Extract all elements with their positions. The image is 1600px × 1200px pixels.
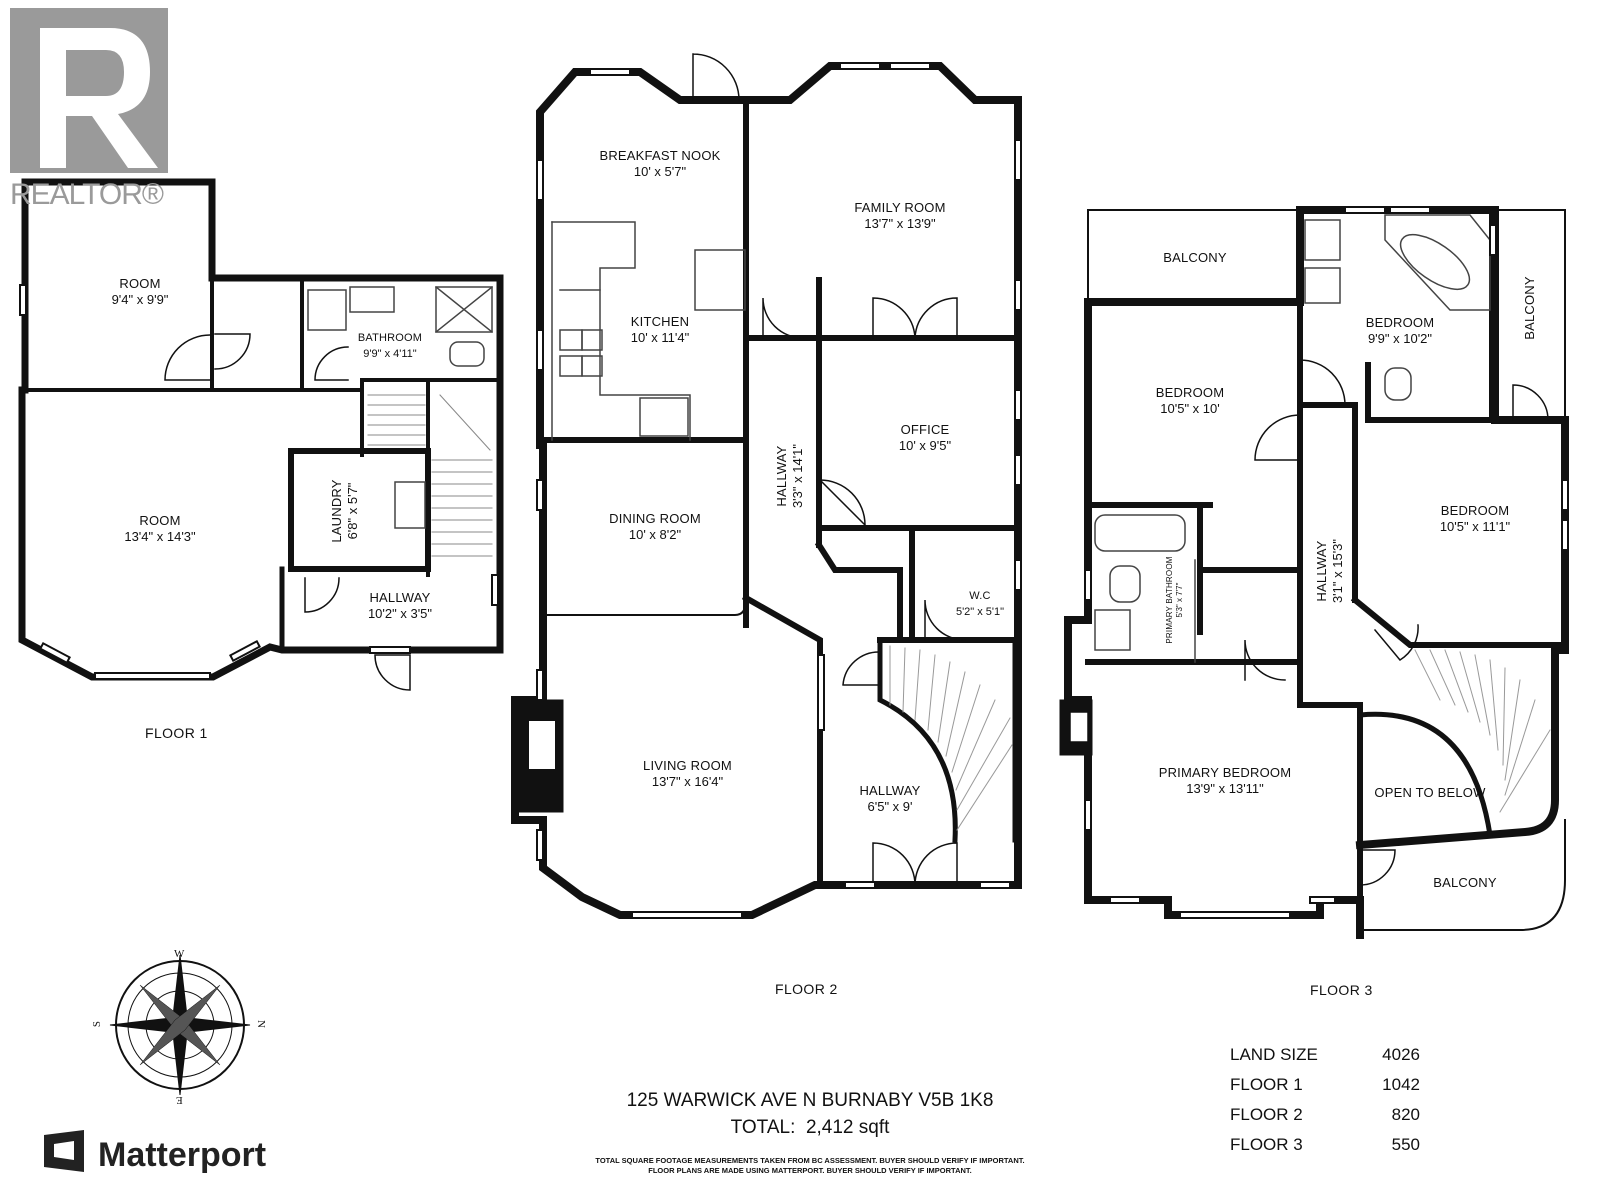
disclaimer: TOTAL SQUARE FOOTAGE MEASUREMENTS TAKEN … <box>560 1156 1060 1176</box>
area-row: LAND SIZE 4026 <box>1230 1040 1420 1070</box>
room-label: BALCONY <box>1163 250 1227 265</box>
area-label: FLOOR 2 <box>1230 1105 1303 1124</box>
total-area: TOTAL: 2,412 sqft <box>520 1117 1100 1139</box>
area-value: 4026 <box>1382 1045 1420 1064</box>
total-label: TOTAL: <box>730 1117 796 1138</box>
compass-rose-icon <box>109 954 251 1096</box>
area-summary-table: LAND SIZE 4026 FLOOR 1 1042 FLOOR 2 820 FLO… <box>1230 1040 1420 1160</box>
room-label: OPEN TO BELOW <box>1374 785 1486 800</box>
area-row: FLOOR 3 550 <box>1230 1130 1420 1160</box>
realtor-logo-text: REALTOR® <box>10 178 164 211</box>
compass-south-label: S <box>91 1020 104 1028</box>
floor-title: FLOOR 1 <box>145 725 208 741</box>
disclaimer-line-2: FLOOR PLANS ARE MADE USING MATTERPORT. B… <box>648 1166 972 1175</box>
floor-title: FLOOR 3 <box>1310 982 1373 998</box>
realtor-logo <box>10 8 168 173</box>
compass-east-label: E <box>176 1094 183 1106</box>
floor-title: FLOOR 2 <box>775 981 838 997</box>
total-value: 2,412 sqft <box>805 1117 890 1138</box>
room-label: BALCONY <box>1522 276 1537 340</box>
matterport-logo-icon <box>44 1130 84 1172</box>
area-label: FLOOR 1 <box>1230 1075 1303 1094</box>
disclaimer-line-1: TOTAL SQUARE FOOTAGE MEASUREMENTS TAKEN … <box>595 1156 1025 1165</box>
room-label: BALCONY <box>1433 875 1497 890</box>
area-value: 820 <box>1391 1105 1420 1124</box>
compass-north-label: N <box>254 1020 267 1028</box>
area-value: 550 <box>1391 1135 1420 1154</box>
area-label: FLOOR 3 <box>1230 1135 1303 1154</box>
matterport-brand: Matterport <box>98 1136 267 1174</box>
compass-west-label: W <box>174 948 185 960</box>
area-value: 1042 <box>1382 1075 1420 1094</box>
area-label: LAND SIZE <box>1230 1045 1318 1064</box>
walls <box>18 53 1569 939</box>
area-row: FLOOR 2 820 <box>1230 1100 1420 1130</box>
property-address: 125 WARWICK AVE N BURNABY V5B 1K8 <box>626 1090 994 1111</box>
area-row: FLOOR 1 1042 <box>1230 1070 1420 1100</box>
